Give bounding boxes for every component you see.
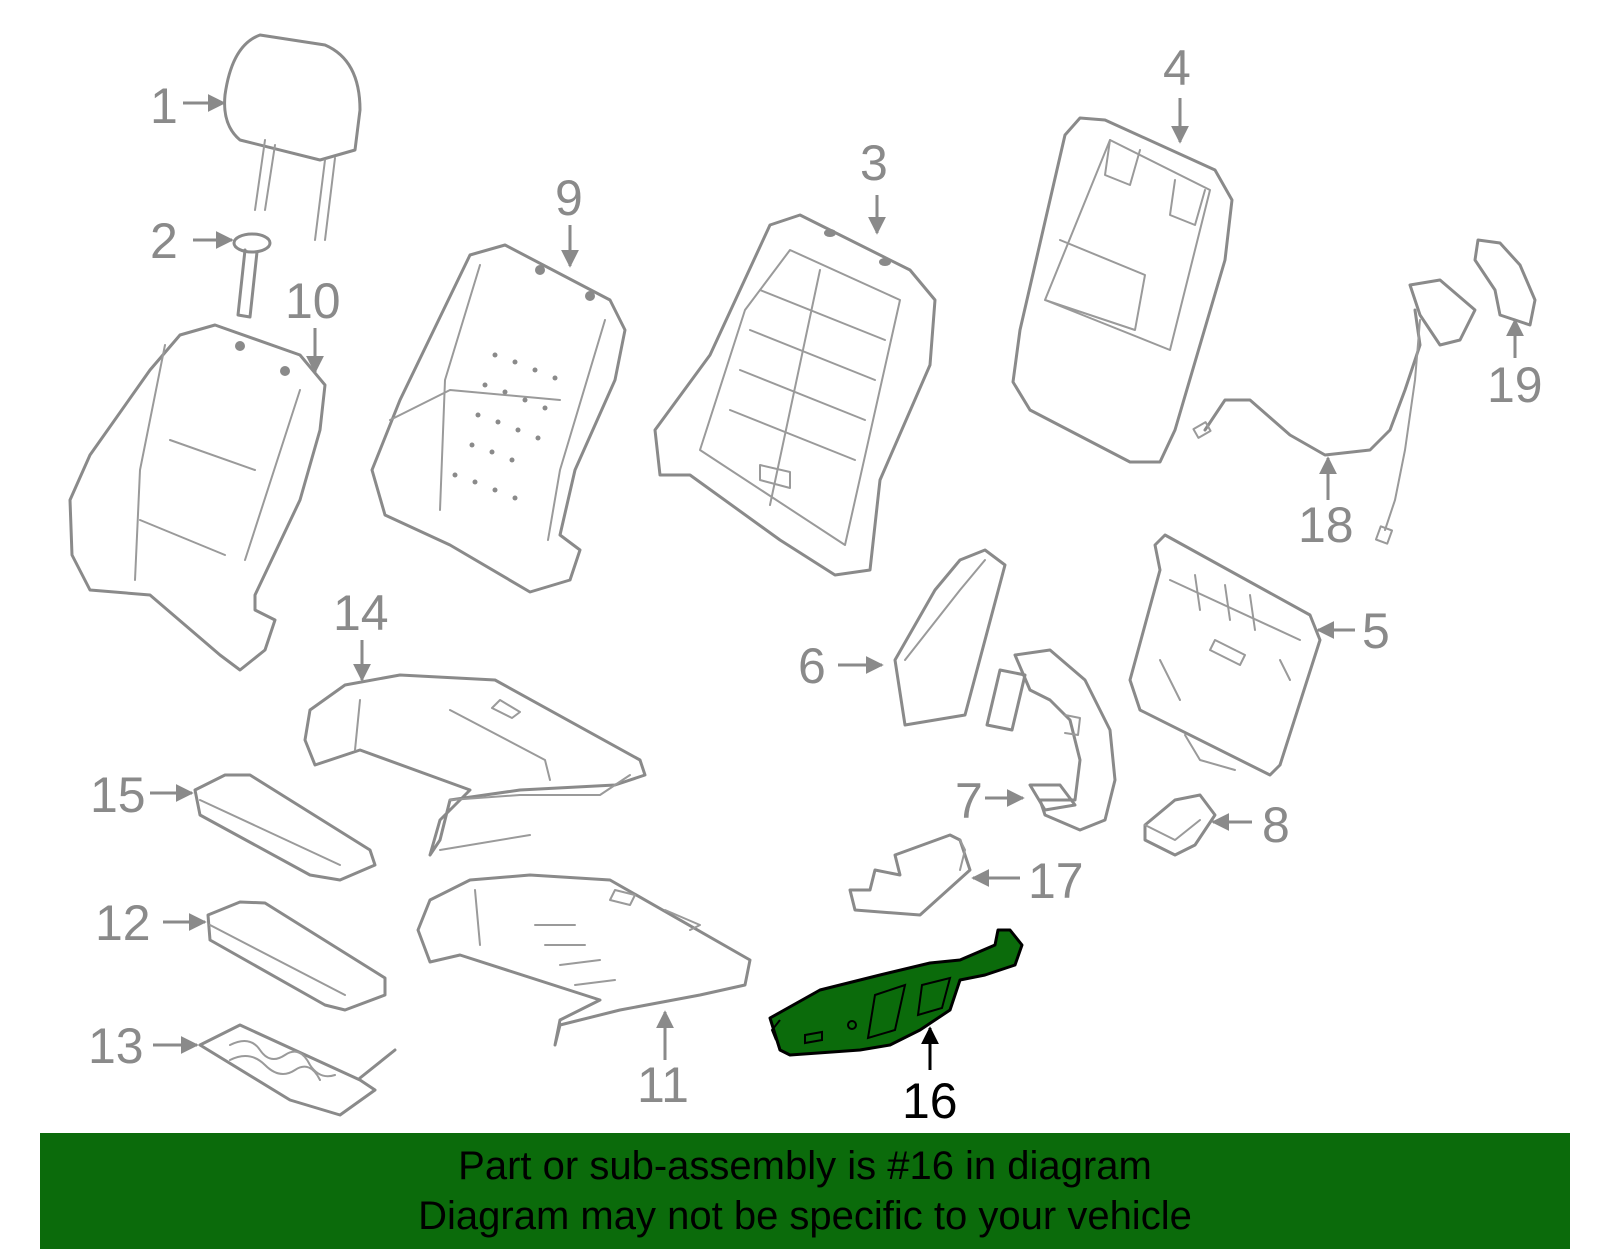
banner-line-part: Part or sub-assembly is #16 in diagram (458, 1144, 1152, 1188)
callout-9: 9 (555, 170, 583, 226)
callout-3: 3 (860, 135, 888, 191)
part-1-headrest (223, 33, 362, 241)
part-17-bracket (848, 833, 972, 917)
callout-6: 6 (798, 638, 826, 694)
callout-15: 15 (90, 767, 146, 823)
callout-8: 8 (1262, 797, 1290, 853)
callout-18: 18 (1298, 497, 1354, 553)
callout-13: 13 (88, 1018, 144, 1074)
part-3-backrest-frame (653, 213, 937, 577)
part-9-backrest-pad (370, 243, 627, 594)
callout-4: 4 (1163, 40, 1191, 96)
part-16-side-trim-panel-highlighted (768, 928, 1024, 1057)
part-15-foam-pad (193, 773, 377, 882)
callout-1: 1 (150, 78, 178, 134)
part-11-cushion-frame (416, 873, 752, 1047)
part-19-trim-cover (1473, 238, 1537, 327)
callout-19: 19 (1487, 357, 1543, 413)
callout-14: 14 (333, 585, 389, 641)
part-2-guide (232, 232, 272, 319)
part-9-perforation-dots (452, 352, 558, 501)
callout-11: 11 (637, 1057, 689, 1113)
callout-16: 16 (902, 1073, 958, 1129)
part-4-back-panel (1011, 116, 1234, 464)
part-12-foam-pad (206, 900, 387, 1012)
part-14-cushion-cover (303, 673, 647, 857)
banner-line-disclaimer: Diagram may not be specific to your vehi… (418, 1194, 1192, 1238)
part-5-lumbar-support (1128, 533, 1322, 777)
part-18-wiring-harness (1192, 278, 1477, 545)
callout-12: 12 (95, 895, 151, 951)
callout-7: 7 (955, 773, 983, 829)
part-6-side-bolster (893, 548, 1007, 727)
callout-2: 2 (150, 213, 178, 269)
callout-leaders (150, 94, 1524, 1070)
callout-5: 5 (1362, 603, 1390, 659)
part-13-seat-heater (198, 1023, 397, 1117)
part-10-backrest-cover (68, 323, 327, 672)
callout-17: 17 (1028, 853, 1084, 909)
part-7-side-component (985, 648, 1117, 832)
part-8-block (1143, 793, 1217, 857)
info-banner: Part or sub-assembly is #16 in diagram D… (40, 1133, 1570, 1249)
callout-labels: 1 2 3 4 5 6 7 8 9 10 11 12 13 14 15 16 1… (88, 40, 1543, 1129)
callout-10: 10 (285, 273, 341, 329)
